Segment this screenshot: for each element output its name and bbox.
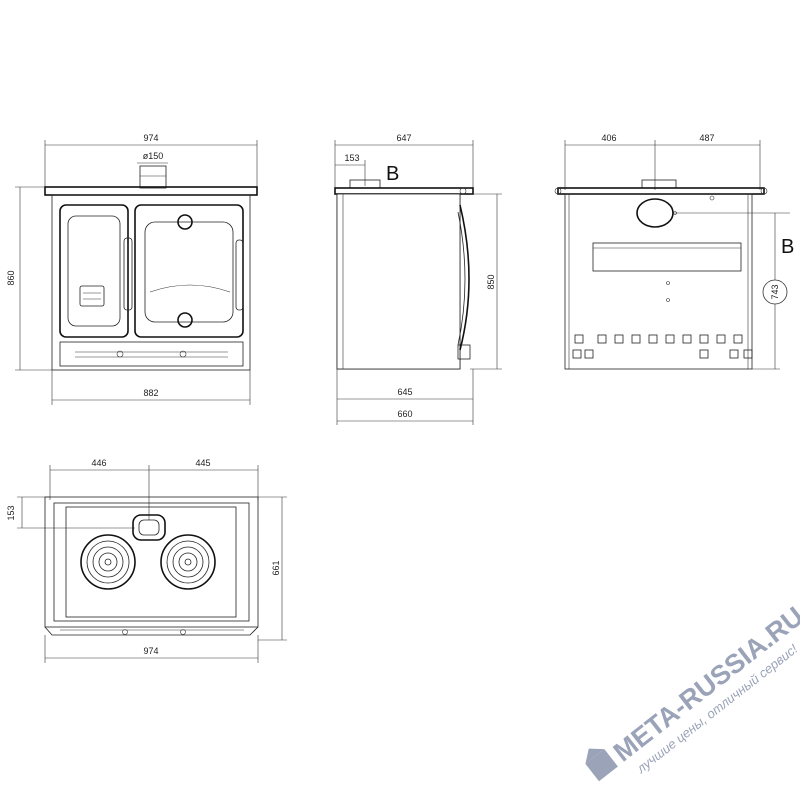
side-flue-offset-label: 153 <box>344 153 359 163</box>
rear-view: 406 487 <box>554 133 794 370</box>
top-right-burner <box>160 534 216 590</box>
top-flue-offset-label: 153 <box>6 505 16 520</box>
front-oven-handle-bottom <box>177 312 193 328</box>
top-left-burner <box>80 534 136 590</box>
side-depth-body-label: 645 <box>397 387 412 397</box>
front-flue-diameter-label: ø150 <box>143 151 164 161</box>
rear-right-offset-label: 487 <box>699 133 714 143</box>
front-height-label: 860 <box>6 270 16 285</box>
top-left-half-label: 446 <box>91 458 106 468</box>
front-flue-pipe <box>139 165 167 189</box>
top-depth-label: 661 <box>271 560 281 575</box>
front-view: 974 ø150 860 <box>6 133 258 405</box>
watermark-logo-icon <box>585 748 618 782</box>
side-depth-total-label: 660 <box>397 409 412 419</box>
top-width-label: 974 <box>143 646 158 656</box>
front-left-door <box>59 204 129 338</box>
top-right-half-label: 445 <box>195 458 210 468</box>
rear-flue-height-label: 743 <box>770 284 780 299</box>
top-hotplate <box>65 506 237 618</box>
rear-left-offset-label: 406 <box>601 133 616 143</box>
side-view: 647 153 B 850 645 660 <box>334 133 502 425</box>
front-body <box>51 194 251 371</box>
front-oven-handle-top <box>177 214 193 230</box>
front-air-vent <box>79 285 105 307</box>
front-width-bottom-label: 882 <box>143 388 158 398</box>
top-view: 446 445 153 <box>6 458 287 663</box>
rear-bottom-vents <box>572 334 753 359</box>
side-height-label: 850 <box>486 274 496 289</box>
top-flue-outlet <box>132 514 166 541</box>
rear-flue-outlet <box>636 198 674 228</box>
watermark: META-RUSSIA.RU лучшие цены, отличный сер… <box>585 601 800 782</box>
rear-body <box>564 193 753 370</box>
rear-service-panel <box>592 242 742 272</box>
watermark-brand: META-RUSSIA.RU <box>608 601 800 767</box>
rear-flue-marker-b: B <box>781 236 794 258</box>
side-depth-top-label: 647 <box>396 133 411 143</box>
front-width-top-label: 974 <box>143 133 158 143</box>
side-flue-marker-b: B <box>386 163 399 185</box>
top-body <box>44 496 259 628</box>
side-door-handle <box>459 204 470 351</box>
front-ash-drawer <box>59 341 244 367</box>
front-right-oven-door <box>134 204 244 338</box>
